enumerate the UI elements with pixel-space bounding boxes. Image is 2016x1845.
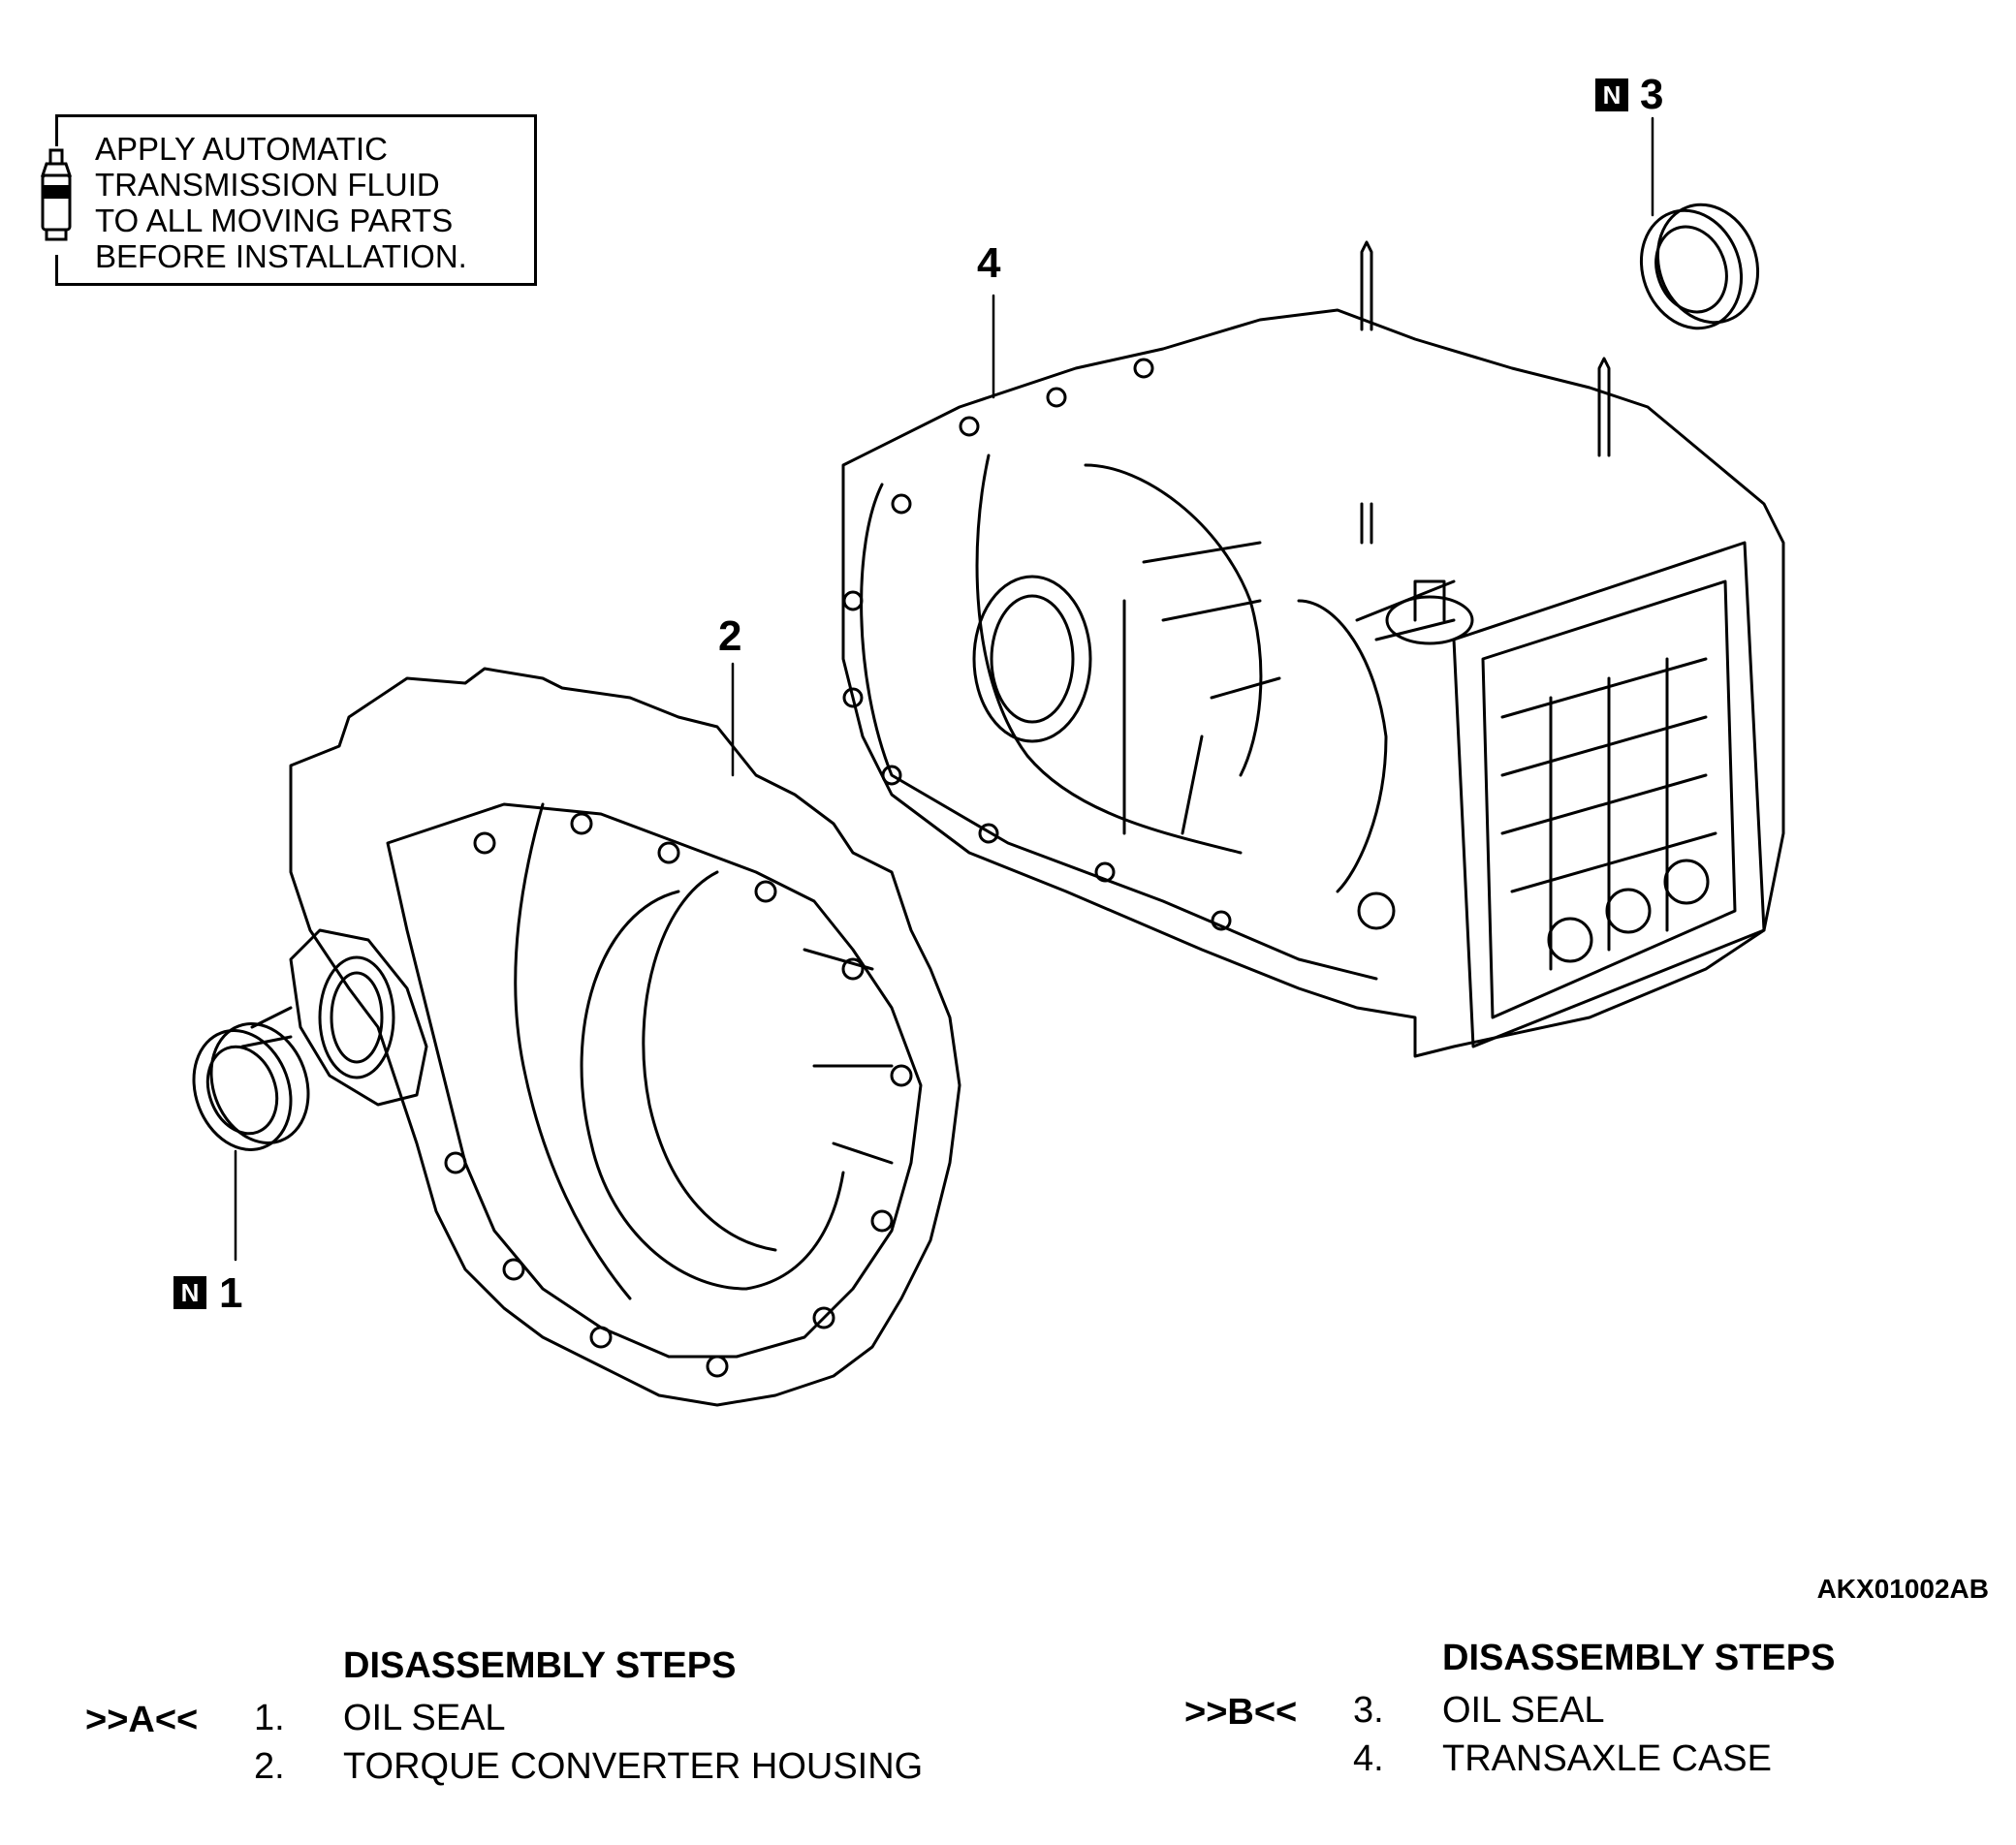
step-text: OIL SEAL bbox=[343, 1698, 506, 1738]
step-number: 3. bbox=[1353, 1690, 1384, 1731]
torque-converter-housing bbox=[240, 667, 961, 1407]
step-text: TORQUE CONVERTER HOUSING bbox=[343, 1746, 924, 1787]
transaxle-case bbox=[841, 240, 1785, 1058]
steps-heading: DISASSEMBLY STEPS bbox=[1442, 1638, 1836, 1678]
steps-heading: DISASSEMBLY STEPS bbox=[343, 1645, 737, 1686]
fluid-bottle-icon bbox=[39, 146, 74, 255]
procedure-ref: >>B<< bbox=[1184, 1692, 1298, 1733]
step-text: TRANSAXLE CASE bbox=[1442, 1738, 1772, 1779]
step-text: OIL SEAL bbox=[1442, 1690, 1605, 1731]
callout-1: 1 bbox=[219, 1269, 243, 1317]
notice-text: APPLY AUTOMATIC TRANSMISSION FLUID TO AL… bbox=[95, 131, 467, 274]
callout-2: 2 bbox=[718, 612, 742, 660]
procedure-ref: >>A<< bbox=[85, 1700, 199, 1740]
new-part-badge: N bbox=[1595, 78, 1628, 111]
callout-3: 3 bbox=[1640, 71, 1664, 118]
step-number: 4. bbox=[1353, 1738, 1384, 1779]
step-number: 1. bbox=[254, 1698, 285, 1738]
leader-lines bbox=[234, 116, 1654, 1262]
notice-line: TRANSMISSION FLUID bbox=[95, 167, 440, 203]
step-number: 2. bbox=[254, 1746, 285, 1787]
new-part-badge: N bbox=[173, 1276, 206, 1309]
atf-notice-box: APPLY AUTOMATIC TRANSMISSION FLUID TO AL… bbox=[39, 114, 537, 286]
oil-seal-3 bbox=[1639, 203, 1760, 330]
notice-line: APPLY AUTOMATIC bbox=[95, 131, 388, 167]
oil-seal-1 bbox=[192, 1022, 310, 1151]
callout-4: 4 bbox=[977, 239, 1001, 287]
figure-code: AKX01002AB bbox=[1816, 1574, 1989, 1604]
notice-line: TO ALL MOVING PARTS bbox=[95, 203, 454, 238]
notice-line: BEFORE INSTALLATION. bbox=[95, 238, 467, 274]
